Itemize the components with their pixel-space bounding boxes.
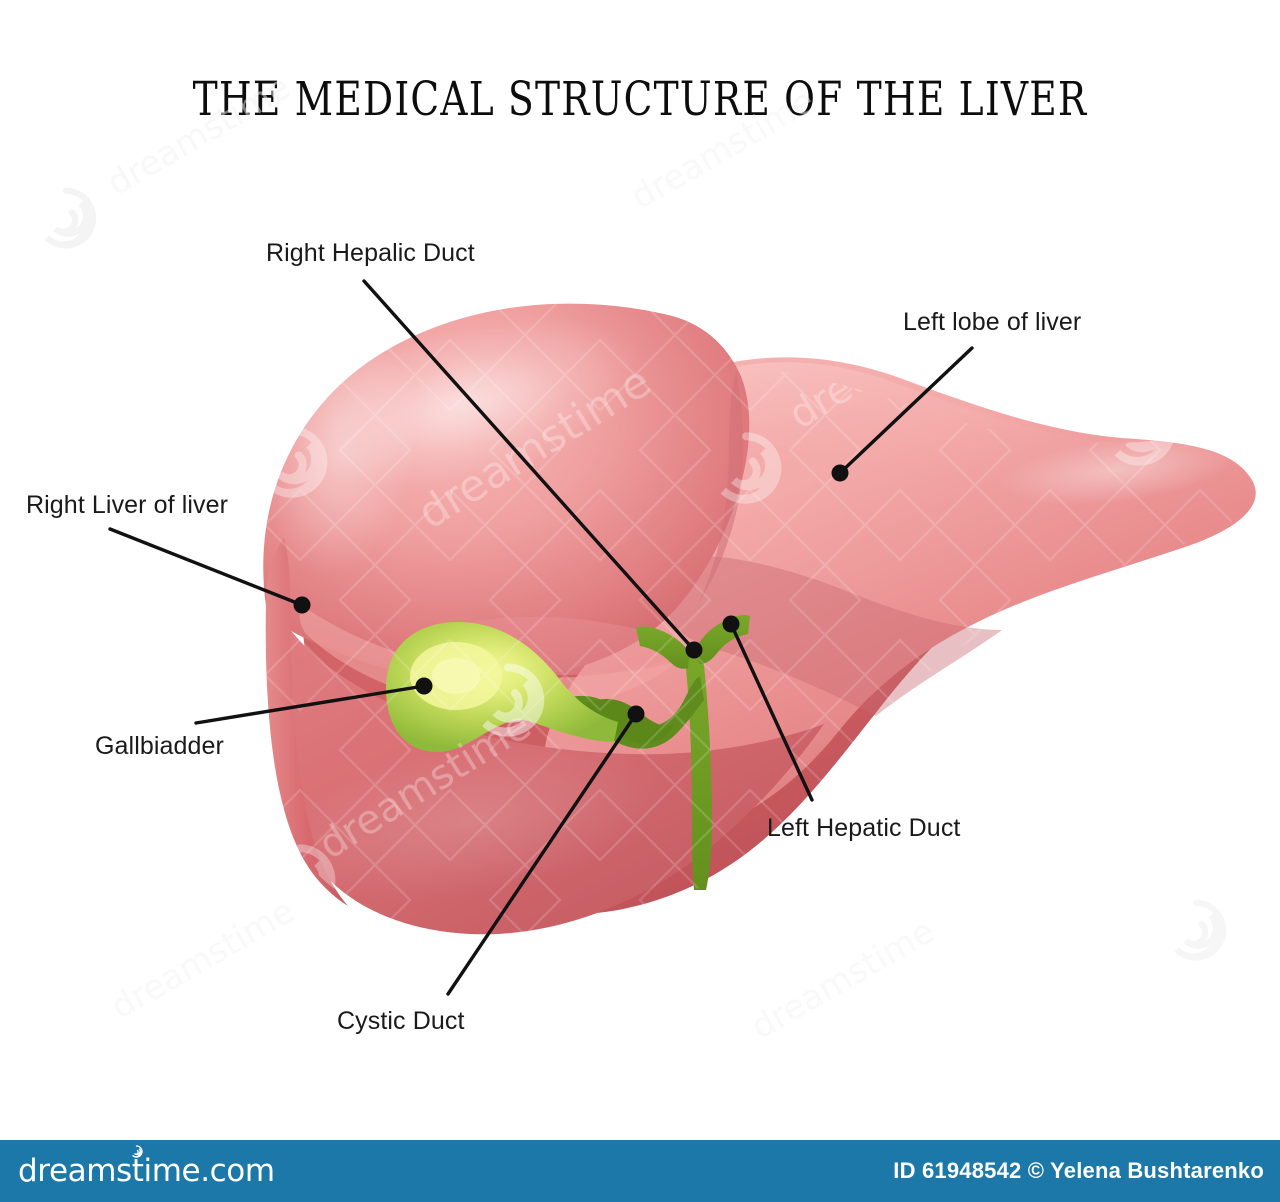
- svg-text:dreamstime: dreamstime: [105, 891, 302, 1028]
- dot-left-hepatic-duct: [722, 615, 740, 633]
- callout-leader-lines: [108, 279, 974, 996]
- svg-text:dreamstime: dreamstime: [101, 67, 298, 204]
- label-gallbladder: Gallbiadder: [95, 732, 224, 760]
- label-left-lobe-of-liver: Left lobe of liver: [903, 308, 1082, 336]
- label-cystic-duct: Cystic Duct: [337, 1007, 465, 1035]
- label-right-hepatic-duct: Right Hepalic Duct: [266, 239, 475, 267]
- dot-left-lobe: [831, 464, 849, 482]
- label-right-liver-of-liver: Right Liver of liver: [26, 491, 229, 519]
- dot-right-hepatic-duct: [685, 641, 703, 659]
- liver-illustration: dreamstime dreamstime dreamstime dreamst…: [0, 67, 1259, 1048]
- dreamstime-logo[interactable]: dreamstime.com: [18, 1145, 275, 1189]
- leader-line-gallbladder: [194, 684, 426, 725]
- label-left-hepatic-duct: Left Hepatic Duct: [767, 814, 961, 842]
- dreamstime-spiral-icon: [132, 1145, 143, 1158]
- leader-line-left-hepatic-duct: [729, 622, 814, 802]
- organ-watermark: dreamstime dreamstime dreamstime dreamst…: [259, 303, 1259, 933]
- svg-text:dreamstime: dreamstime: [745, 911, 942, 1048]
- dot-right-liver: [293, 596, 311, 614]
- leader-line-right-hepatic-duct: [362, 279, 696, 652]
- dreamstime-footer-bar: dreamstime.com ID 61948542 © Yelena Bush…: [0, 1140, 1280, 1202]
- callout-dots: [293, 464, 849, 723]
- dreamstime-logo-text: dreamstime.com: [18, 1153, 275, 1189]
- leader-line-right-liver: [108, 527, 304, 607]
- leader-line-cystic-duct: [446, 712, 638, 996]
- page-title: THE MEDICAL STRUCTURE OF THE LIVER: [192, 72, 1088, 127]
- dot-cystic-duct: [627, 705, 645, 723]
- svg-text:dreamstime: dreamstime: [625, 81, 822, 218]
- leader-line-left-lobe: [838, 346, 974, 475]
- dot-gallbladder: [415, 677, 433, 695]
- image-credit: ID 61948542 © Yelena Bushtarenko: [893, 1158, 1264, 1183]
